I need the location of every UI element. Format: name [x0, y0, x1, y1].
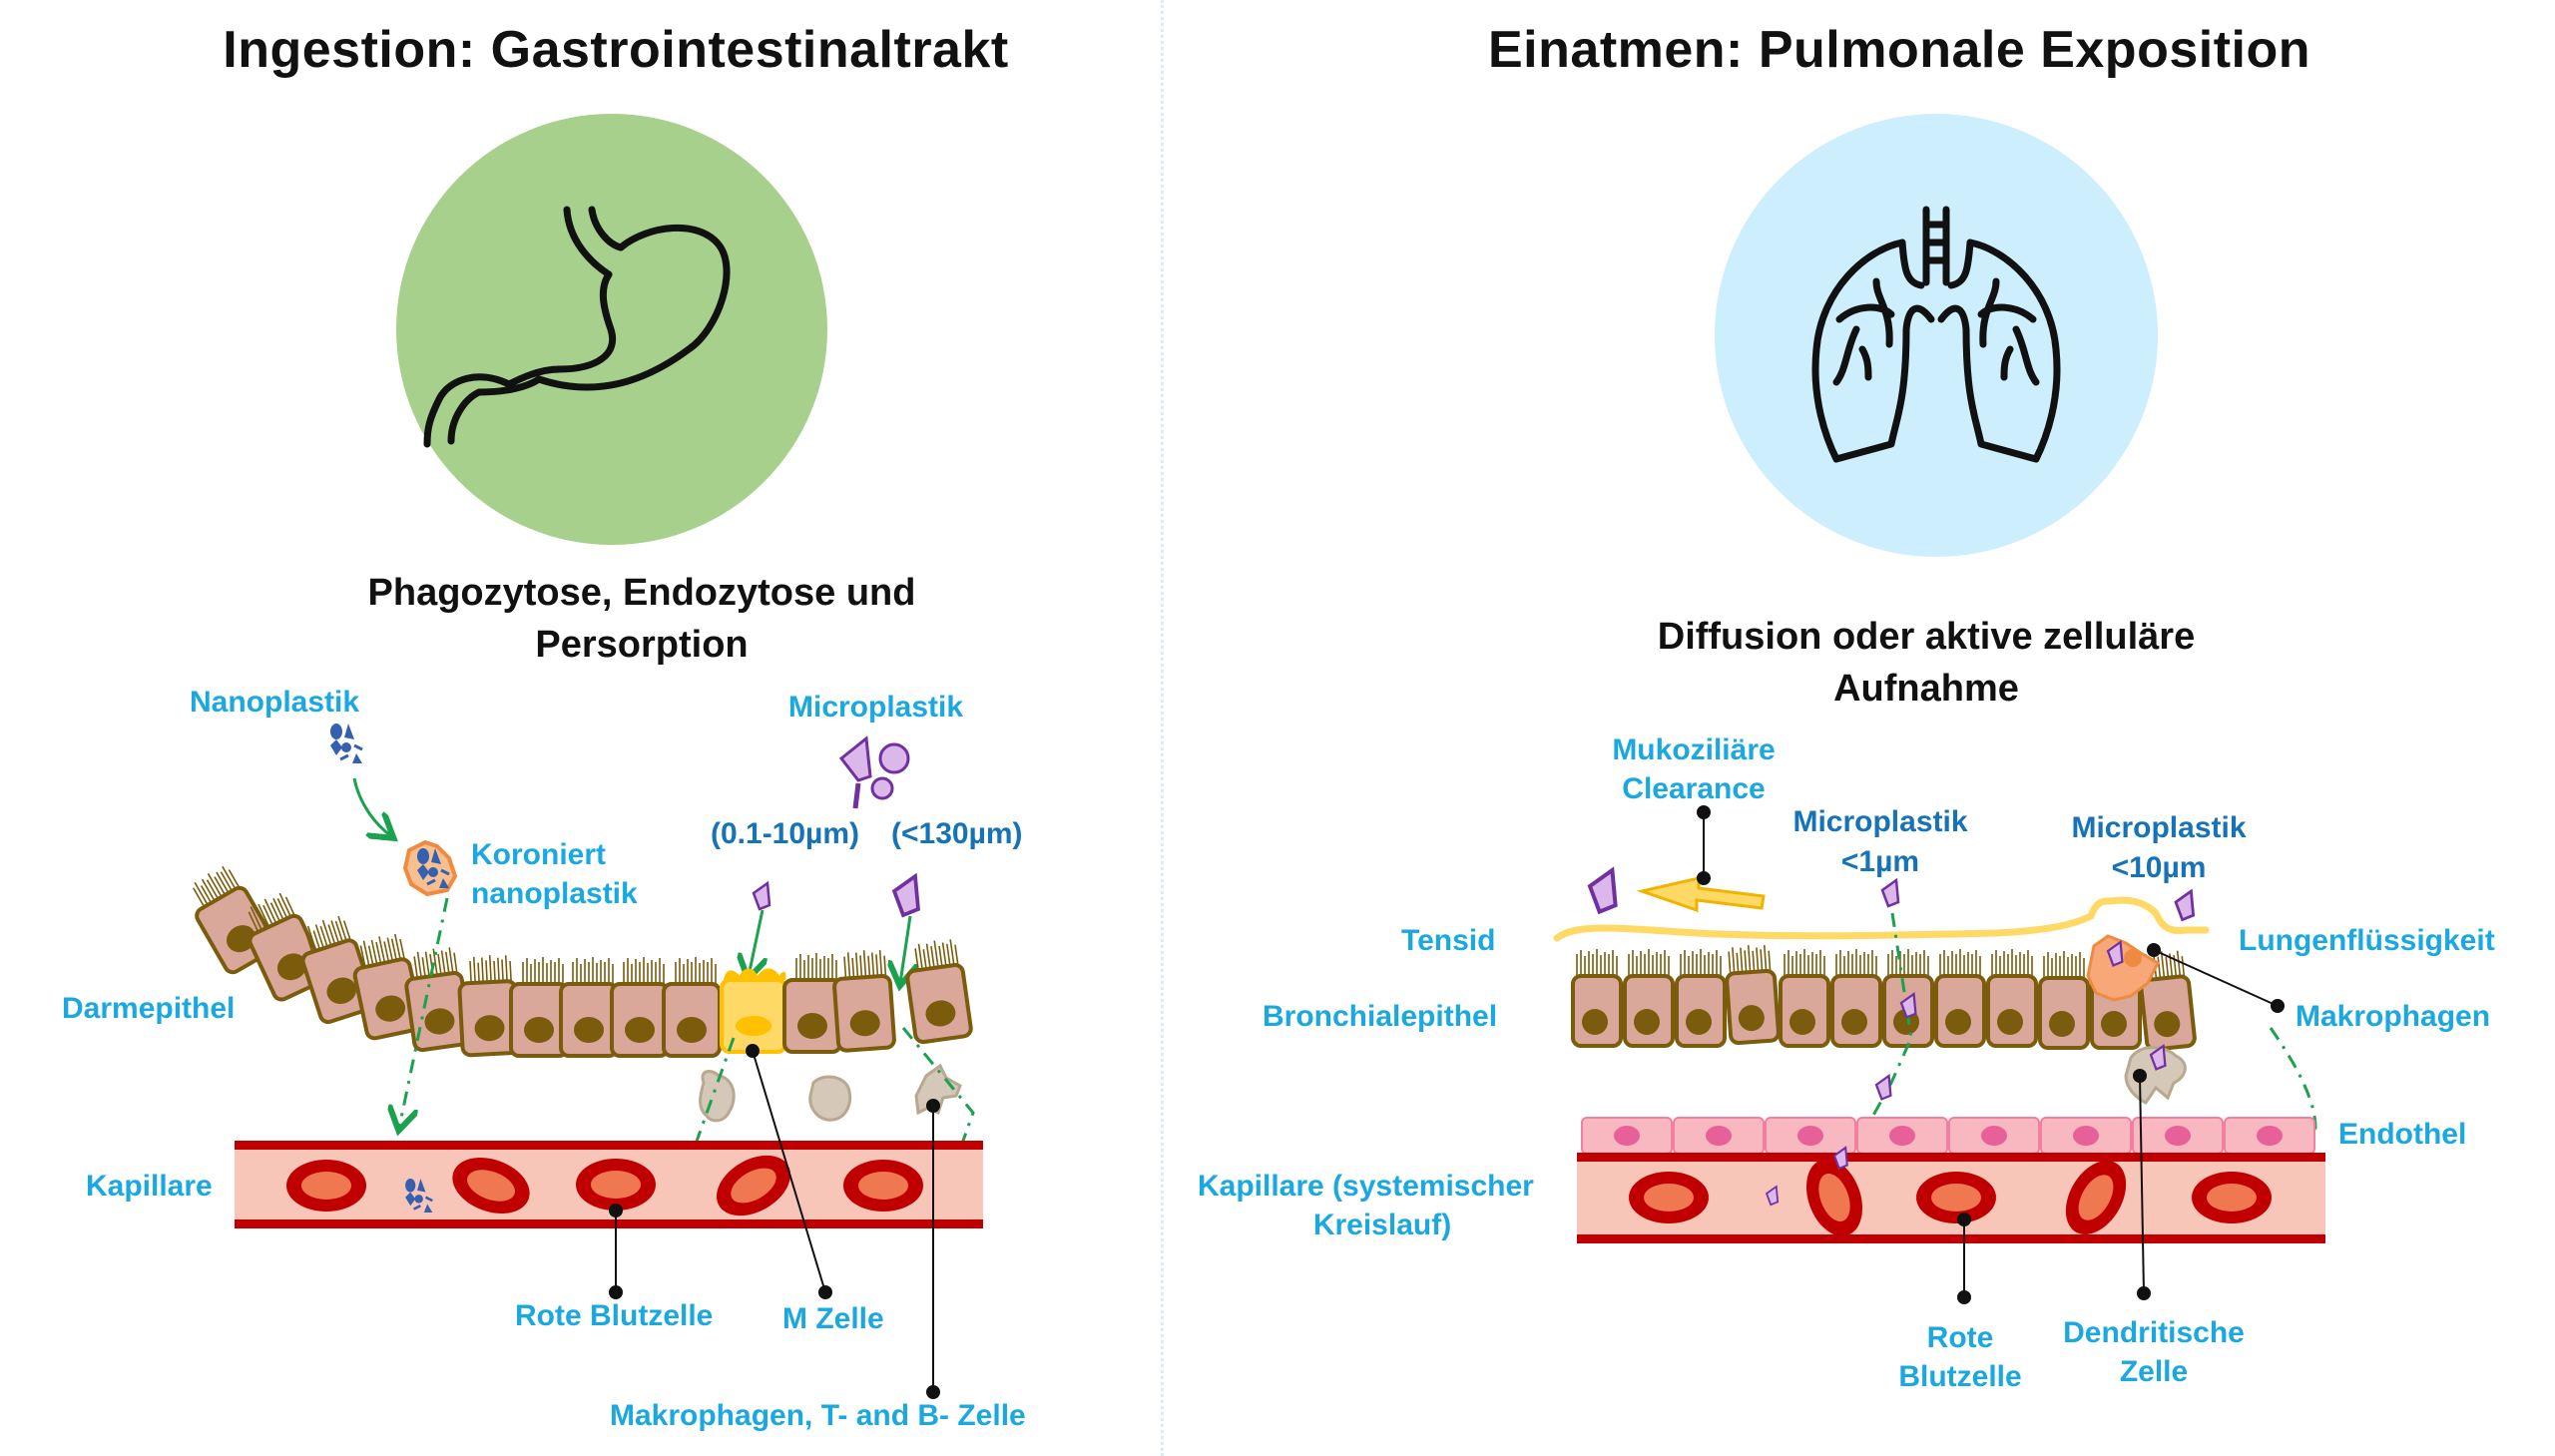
- ingestion-subtitle-line2: Persorption: [535, 624, 749, 666]
- inhalation-subtitle-line2: Aufnahme: [1833, 668, 2019, 710]
- label-koroniert-line2: nanoplastik: [471, 877, 638, 910]
- endothelial-cell: [2224, 1117, 2315, 1155]
- label-mukoziliaere-line2: Clearance: [1622, 772, 1766, 805]
- immune-cells: [699, 1063, 962, 1123]
- endothelial-cell: [1765, 1117, 1856, 1155]
- label-lungenfluessigkeit: Lungenflüssigkeit: [2239, 924, 2495, 957]
- m-cell-uptake-arrow: [749, 909, 763, 976]
- microplastic-10um: [2174, 889, 2195, 921]
- bronchial-cell: [2139, 948, 2197, 1052]
- coronated-nanoplastic: [402, 839, 458, 897]
- red-blood-cell: [843, 1160, 923, 1212]
- label-bronchialepithel: Bronchialepithel: [1263, 1000, 1498, 1033]
- bronchial-cell: [1571, 948, 1623, 1048]
- bronchial-cell: [1725, 942, 1781, 1046]
- label-microplastik-10um-line1: Microplastik: [2071, 811, 2247, 844]
- label-immune-cells: Makrophagen, T- and B- Zelle: [610, 1399, 1026, 1432]
- label-dendritische-line2: Zelle: [2119, 1355, 2189, 1388]
- endothelial-cell: [1948, 1117, 2040, 1155]
- red-blood-cell: [286, 1160, 366, 1212]
- label-koroniert-line1: Koroniert: [471, 838, 606, 871]
- label-size-0.1-10um: (0.1-10µm): [711, 817, 860, 850]
- label-nanoplastik: Nanoplastik: [190, 686, 360, 719]
- m-cell: [720, 968, 787, 1054]
- label-kapillare-systemisch-line2: Kreislauf): [1312, 1209, 1452, 1241]
- label-tensid: Tensid: [1401, 924, 1496, 957]
- label-m-zelle: M Zelle: [782, 1302, 884, 1335]
- label-size-130um: (<130µm): [891, 817, 1023, 850]
- epithelial-cell: [404, 945, 472, 1053]
- ingestion-panel: Ingestion: Gastrointestinaltrakt Phagozy…: [0, 0, 1168, 1456]
- ingestion-title: Ingestion: Gastrointestinaltrakt: [223, 21, 1009, 79]
- intestinal-epithelium: [190, 862, 973, 1058]
- label-kapillare-systemisch-line1: Kapillare (systemischer: [1198, 1170, 1534, 1203]
- leader-lines: [609, 1044, 940, 1399]
- epithelial-cell: [782, 952, 842, 1054]
- bronchial-cell: [1986, 948, 2038, 1048]
- epithelial-cell: [905, 937, 973, 1045]
- inhalation-title: Einatmen: Pulmonale Exposition: [1488, 21, 2310, 79]
- inhalation-subtitle: Diffusion oder aktive zelluläre Aufnahme: [1547, 611, 2305, 715]
- label-dendritische-line1: Dendritische: [2063, 1316, 2245, 1349]
- bronchial-cell: [2038, 950, 2090, 1050]
- intestinal-capillary: [235, 1141, 983, 1228]
- label-rote-blutzelle: Rote Blutzelle: [515, 1299, 714, 1332]
- epithelial-cell: [832, 947, 896, 1053]
- stomach-icon: [396, 114, 827, 545]
- clearance-arrow: [1636, 876, 1766, 913]
- endothelial-cell: [2132, 1117, 2224, 1155]
- inhalation-panel: Einatmen: Pulmonale Exposition Diffusion…: [1168, 0, 2555, 1456]
- epithelial-cell: [352, 931, 424, 1041]
- panel-divider: [1161, 0, 1164, 1456]
- epithelial-cell: [662, 956, 722, 1058]
- bronchial-cell: [1830, 948, 1882, 1048]
- endothelial-cell: [1673, 1117, 1765, 1155]
- label-endothel: Endothel: [2338, 1118, 2467, 1151]
- label-kapillare: Kapillare: [86, 1170, 213, 1203]
- label-microplastik-1um-line2: <1µm: [1840, 845, 1920, 878]
- surfactant-layer: [1553, 896, 2210, 942]
- bronchial-cell: [1779, 948, 1830, 1048]
- label-darmepithel: Darmepithel: [62, 992, 236, 1025]
- microplastic-cleared: [1590, 870, 1616, 912]
- microplastic-translocating: [1874, 1074, 1892, 1101]
- endothelial-cell: [1856, 1117, 1948, 1155]
- endothelium: [1581, 1117, 2315, 1155]
- label-rote-line2: Blutzelle: [1898, 1360, 2022, 1393]
- red-blood-cell: [2192, 1172, 2272, 1223]
- label-microplastik-10um-line2: <10µm: [2111, 851, 2207, 884]
- endothelial-cell: [2040, 1117, 2132, 1155]
- endothelial-cell: [1581, 1117, 1673, 1155]
- epithelial-cell: [610, 956, 670, 1058]
- label-makrophagen: Makrophagen: [2296, 1000, 2491, 1033]
- red-blood-cell: [1629, 1172, 1709, 1223]
- alveolar-macrophage: [2086, 934, 2160, 1002]
- bronchial-cell: [1623, 948, 1675, 1048]
- persorption-arrow: [900, 915, 910, 983]
- epithelial-cell: [559, 956, 619, 1058]
- red-blood-cell: [576, 1159, 656, 1211]
- microplastic-1um: [1880, 878, 1900, 908]
- label-microplastik: Microplastik: [788, 691, 964, 724]
- epithelial-cell: [509, 956, 569, 1058]
- label-rote-line1: Rote: [1926, 1321, 1994, 1354]
- ingestion-subtitle-line1: Phagozytose, Endozytose und: [367, 572, 916, 614]
- leader-lines-right: [1957, 943, 2285, 1304]
- bronchial-cell: [1675, 948, 1727, 1048]
- label-mukoziliaere-line1: Mukoziliäre: [1612, 733, 1776, 766]
- bronchial-cell: [1934, 948, 1986, 1048]
- microplastic-particles: [838, 735, 910, 809]
- microplastic-large: [892, 874, 920, 917]
- red-blood-cell: [1916, 1172, 1996, 1223]
- lungs-icon-background: [1715, 114, 2158, 557]
- systemic-capillary: [1577, 1146, 2325, 1245]
- microplastic-small: [752, 881, 771, 911]
- label-microplastik-1um-line1: Microplastik: [1792, 805, 1968, 838]
- nanoplastic-particles: [328, 722, 364, 765]
- lungs-icon: [1715, 114, 2158, 557]
- inhalation-subtitle-line1: Diffusion oder aktive zelluläre: [1657, 616, 2196, 658]
- ingestion-subtitle: Phagozytose, Endozytose und Persorption: [262, 567, 1021, 671]
- uptake-arrow: [352, 777, 391, 836]
